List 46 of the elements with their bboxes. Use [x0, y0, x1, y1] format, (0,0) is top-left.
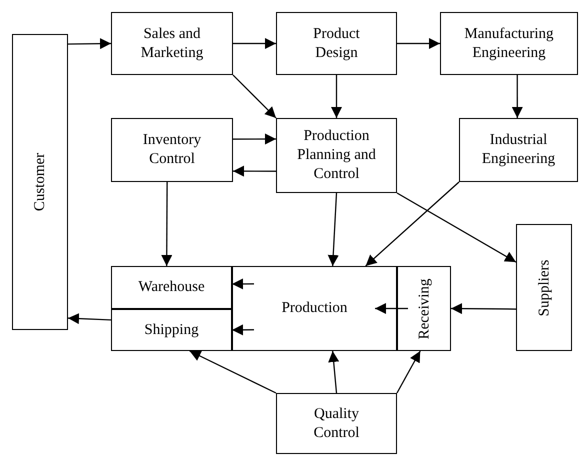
shipping-cell — [111, 309, 232, 351]
arrow — [233, 38, 276, 49]
arrow — [397, 38, 440, 49]
arrow — [189, 350, 276, 394]
arrow — [375, 303, 408, 314]
process-box — [276, 393, 397, 454]
process-box — [111, 12, 233, 75]
receiving-cell — [397, 266, 451, 351]
process-box — [276, 118, 397, 193]
arrow — [233, 134, 276, 145]
customer-box — [12, 34, 68, 330]
arrow — [161, 182, 172, 266]
arrow — [331, 75, 342, 118]
arrow — [232, 278, 254, 290]
process-box — [440, 12, 578, 75]
node-label: Production Planning and Control — [296, 127, 377, 184]
node-label: Production — [280, 299, 348, 318]
arrow — [365, 182, 460, 266]
process-box — [459, 118, 578, 182]
arrow — [396, 350, 421, 394]
node-label: Shipping — [143, 320, 200, 340]
arrow — [328, 350, 340, 394]
process-box — [111, 118, 233, 182]
arrow — [68, 38, 111, 50]
node-label: Sales and Marketing — [140, 24, 204, 62]
node-label: Inventory Control — [142, 131, 202, 169]
arrow — [232, 74, 276, 118]
arrow — [68, 313, 112, 324]
production-cell — [232, 266, 397, 351]
arrow — [396, 192, 516, 263]
node-label: Manufacturing Engineering — [463, 24, 555, 62]
arrow — [512, 75, 523, 118]
process-box — [276, 12, 397, 75]
suppliers-box — [516, 224, 572, 351]
warehouse-cell — [111, 266, 232, 309]
arrow — [232, 324, 254, 336]
arrow — [328, 192, 339, 266]
node-label: Warehouse — [137, 278, 206, 297]
node-label: Customer — [31, 152, 49, 212]
node-label: Quality Control — [312, 404, 360, 442]
node-label: Industrial Engineering — [480, 131, 556, 169]
arrow — [233, 166, 276, 177]
node-label: Product Design — [312, 24, 361, 62]
arrow — [451, 303, 516, 314]
node-label: Receiving — [415, 278, 433, 339]
node-label: Suppliers — [535, 259, 553, 316]
